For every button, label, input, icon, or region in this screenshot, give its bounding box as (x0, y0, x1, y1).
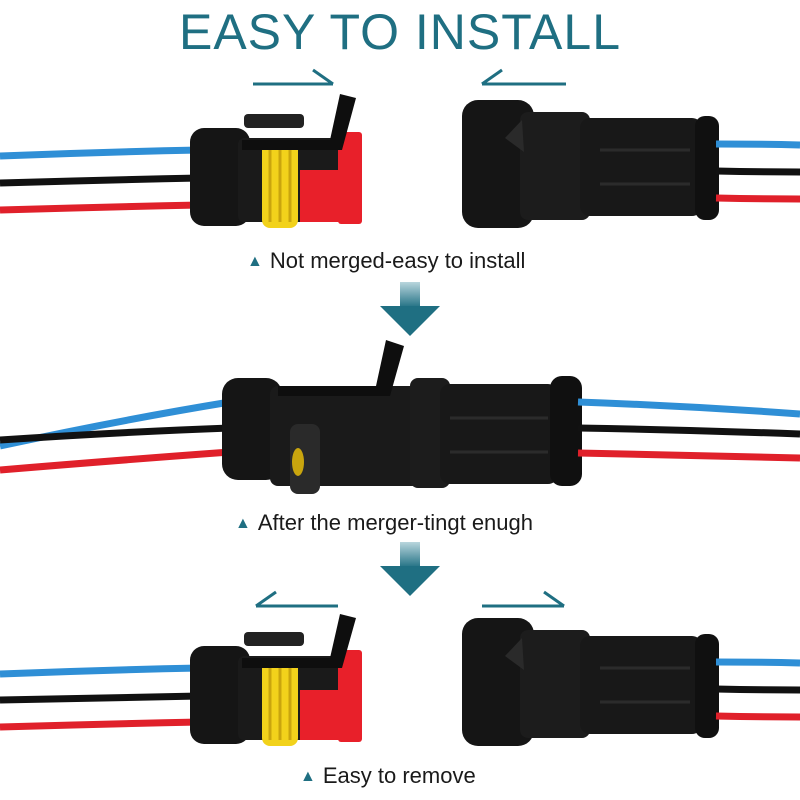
wires-right-3 (715, 658, 800, 721)
male-connector-3 (462, 618, 719, 746)
arrow-right-icon (482, 590, 565, 608)
caption-text: Easy to remove (322, 763, 476, 788)
wires-right-1 (715, 140, 800, 203)
female-connector-3 (190, 614, 362, 746)
direction-arrow-right-bottom (482, 590, 565, 608)
arrow-right-icon (253, 68, 334, 86)
page-title: EASY TO INSTALL (178, 4, 622, 60)
merged-connector (222, 340, 582, 494)
caption-text: After the merger-tingt enugh (257, 510, 533, 535)
arrow-left-icon (255, 590, 338, 608)
triangle-up-icon: ▲ (300, 768, 316, 785)
direction-arrow-left-top (481, 68, 566, 86)
step-caption-not-merged: ▲ Not merged-easy to install (247, 247, 525, 278)
triangle-up-icon: ▲ (247, 253, 263, 270)
triangle-up-icon: ▲ (235, 515, 251, 532)
female-connector-1 (190, 94, 362, 228)
arrow-down-icon (380, 542, 440, 596)
step-caption-merged: ▲ After the merger-tingt enugh (235, 509, 533, 540)
wires-left-2 (0, 398, 231, 474)
wires-right-2 (577, 398, 800, 462)
arrow-left-icon (481, 68, 566, 86)
step-caption-remove: ▲ Easy to remove (300, 762, 476, 793)
arrow-down-icon (380, 282, 440, 336)
direction-arrow-right-top (253, 68, 334, 86)
wires-left-1 (0, 146, 201, 214)
caption-text: Not merged-easy to install (269, 248, 526, 273)
wires-left-3 (0, 664, 201, 731)
male-connector-1 (462, 100, 719, 228)
direction-arrow-left-bottom (255, 590, 338, 608)
